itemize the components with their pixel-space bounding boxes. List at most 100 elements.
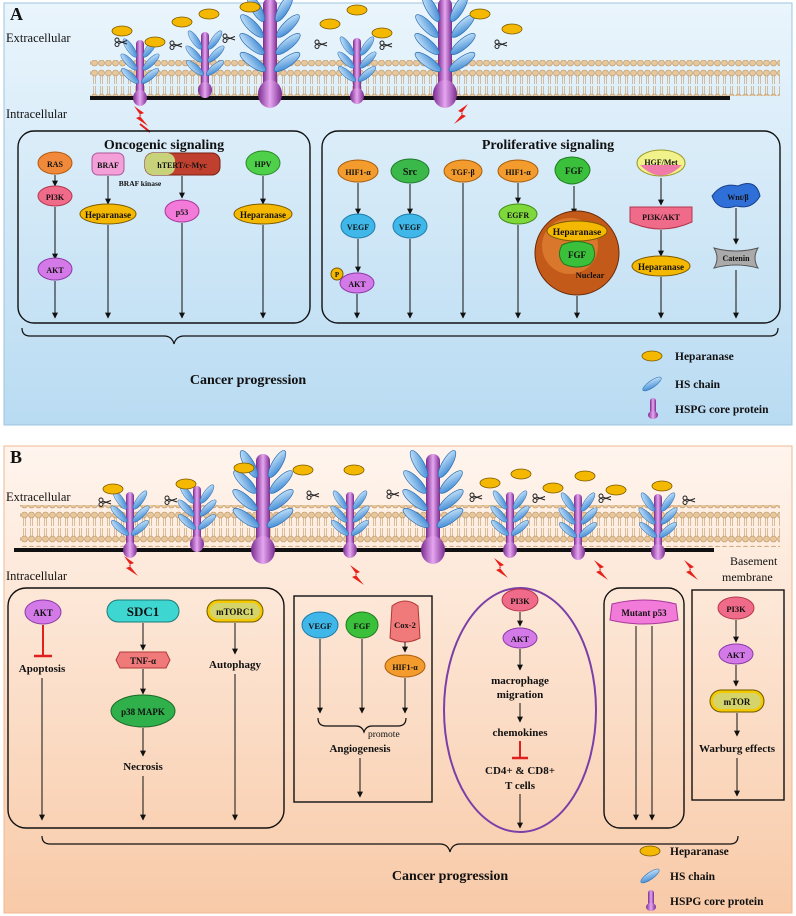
htert-cmyc-node: hTERT/c-Myc (157, 161, 207, 170)
heparanase-icon (198, 8, 220, 20)
heparanase-icon (469, 8, 491, 20)
membrane-label: membrane (722, 570, 773, 584)
migration-label: migration (497, 689, 543, 701)
legend-heparanase: Heparanase (670, 846, 729, 858)
heparanase-icon (641, 350, 663, 362)
cancer-progression-label: Cancer progression (190, 373, 306, 388)
phospho-node: P (335, 271, 340, 279)
apoptosis-label: Apoptosis (19, 663, 66, 675)
sdc1-node: SDC1 (127, 604, 160, 619)
promote-label: promote (368, 730, 400, 740)
heparanase-icon (292, 464, 314, 476)
heparanase-icon (542, 482, 564, 494)
intracellular-label: Intracellular (6, 107, 68, 121)
heparanase-node: Heparanase (553, 228, 602, 238)
legend-hspg: HSPG core protein (670, 896, 764, 908)
hif1a-node: HIF1-α (392, 663, 418, 672)
pi3k-node: PI3K (510, 596, 530, 606)
heparanase-icon (639, 845, 661, 857)
heparanase-icon (371, 27, 393, 39)
egfr-node: EGFR (507, 211, 529, 220)
panel-b-letter: B (10, 447, 22, 467)
mutant-p53-box (603, 587, 685, 829)
heparanase-icon (479, 477, 501, 489)
p53-node: p53 (176, 208, 188, 217)
braf-node: BRAF (97, 161, 119, 170)
hpv-node: HPV (255, 160, 272, 169)
heparanase-icon (175, 478, 197, 490)
macrophage-label: macrophage (491, 675, 549, 687)
legend-heparanase: Heparanase (675, 351, 734, 363)
cox2-node: Cox-2 (394, 620, 416, 630)
catenin-node: Catenin (722, 254, 750, 263)
tgfb-node: TGF-β (451, 168, 474, 177)
fgf-node: FGF (568, 250, 586, 260)
wnt-node: Wnt/β (727, 193, 749, 202)
panel-b: B Extracellular Intracellular Basement m… (3, 445, 793, 914)
vegf-node: VEGF (347, 223, 369, 232)
fgf-node: FGF (354, 621, 371, 631)
legend-hs-chain: HS chain (675, 379, 721, 391)
legend-hs-chain: HS chain (670, 871, 716, 883)
extracellular-label: Extracellular (6, 490, 71, 504)
akt-node: AKT (511, 634, 530, 644)
heparanase-node: Heparanase (85, 210, 131, 220)
akt-node: AKT (46, 266, 64, 275)
necrosis-label: Necrosis (123, 761, 163, 773)
oncogenic-signaling-title: Oncogenic signaling (104, 138, 224, 153)
membrane-base (14, 548, 714, 552)
tcells-label: CD4+ & CD8+ (485, 765, 555, 777)
pi3k-node: PI3K (46, 193, 65, 202)
heparanase-icon (346, 4, 368, 16)
cancer-progression-label: Cancer progression (392, 869, 508, 884)
akt-node: AKT (348, 280, 366, 289)
legend: Heparanase HS chain HSPG core protein (640, 350, 769, 419)
heparanase-icon (144, 36, 166, 48)
ras-node: RAS (47, 160, 64, 169)
heparanase-icon (233, 462, 255, 474)
fgf-node: FGF (565, 166, 583, 176)
proliferative-signaling-title: Proliferative signaling (482, 138, 614, 153)
heparanase-icon (239, 1, 261, 13)
mtorc1-node: mTORC1 (216, 607, 254, 617)
vegf-node: VEGF (399, 223, 421, 232)
extracellular-label: Extracellular (6, 31, 71, 45)
braf-kinase-label: BRAF kinase (119, 179, 162, 188)
akt-node: AKT (33, 608, 53, 618)
progression-brace (41, 835, 739, 853)
akt-node: AKT (727, 650, 746, 660)
src-node: Src (403, 167, 418, 178)
hgf-met-node: HGF/Met (644, 158, 678, 167)
heparanase-icon (171, 16, 193, 28)
hif1a-node: HIF1-α (505, 168, 531, 177)
heparanase-icon (319, 18, 341, 30)
pi3k-akt-node: PI3K/AKT (642, 213, 680, 222)
heparanase-icon (651, 480, 673, 492)
heparanase-icon (574, 470, 596, 482)
heparanase-node: Heparanase (240, 210, 286, 220)
intracellular-label: Intracellular (6, 569, 68, 583)
hif1a-node: HIF1-α (345, 168, 371, 177)
heparanase-icon (343, 464, 365, 476)
pi3k-node: PI3K (726, 604, 746, 614)
legend-hspg: HSPG core protein (675, 404, 769, 416)
vegf-node: VEGF (308, 621, 332, 631)
autophagy-label: Autophagy (209, 659, 261, 671)
heparanase-node: Heparanase (638, 262, 684, 272)
chemokines-label: chemokines (493, 727, 549, 739)
warburg-label: Warburg effects (699, 743, 776, 755)
angiogenesis-box (293, 595, 433, 803)
heparanase-icon (102, 483, 124, 495)
angiogenesis-label: Angiogenesis (329, 743, 391, 755)
mutant-p53-node: Mutant p53 (621, 608, 667, 618)
panel-a: A Extracellular Intracellular (3, 0, 793, 426)
basement-label: Basement (730, 554, 778, 568)
metabolism-box (691, 589, 785, 801)
heparanase-icon (501, 23, 523, 35)
oncogenic-signaling-box (17, 130, 311, 324)
membrane-base (90, 96, 730, 100)
nuclear-label: Nuclear (576, 270, 605, 280)
mtor-node: mTOR (724, 697, 751, 707)
tnfa-node: TNF-α (130, 656, 156, 666)
